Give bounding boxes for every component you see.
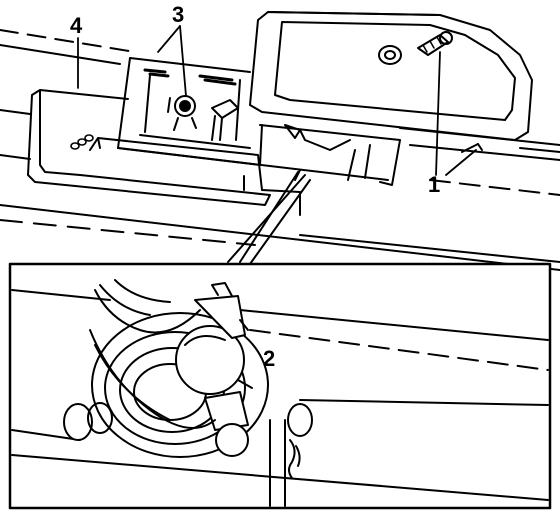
mounting-bracket [117, 57, 401, 186]
cover-screw [417, 31, 453, 56]
callout-3: 3 [172, 2, 185, 27]
callout-2: 2 [263, 346, 276, 371]
zoom-connector [227, 171, 311, 265]
lamp-cover [249, 11, 533, 151]
mounting-screw [167, 95, 197, 131]
callout-1: 1 [428, 172, 441, 197]
trim-panel [27, 89, 301, 216]
callout-4: 4 [70, 13, 83, 38]
bracket-stud [211, 99, 239, 141]
cover-screw-lower [461, 143, 483, 153]
body-panel-lines [0, 29, 560, 271]
detail-inset [8, 262, 552, 510]
trim-panel-clip [70, 134, 94, 150]
